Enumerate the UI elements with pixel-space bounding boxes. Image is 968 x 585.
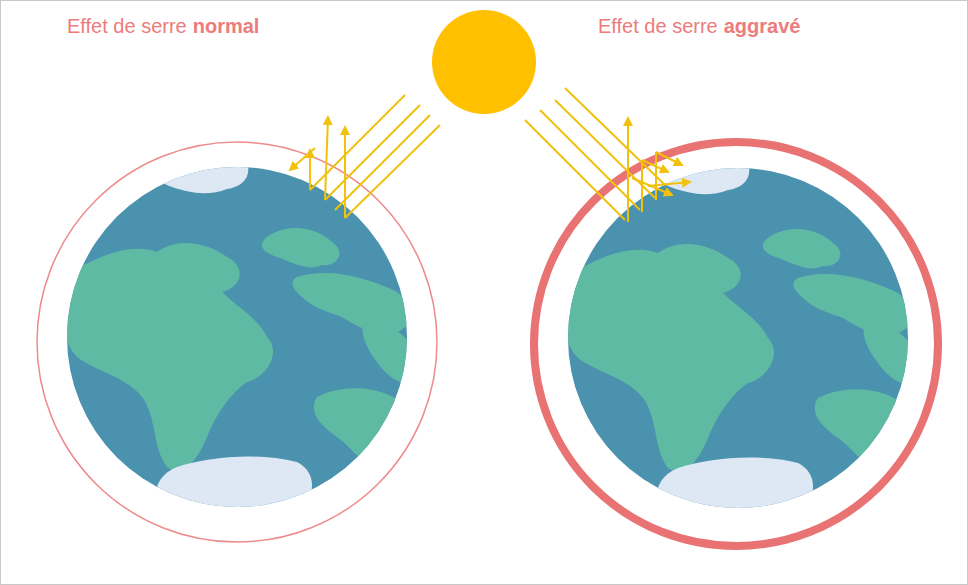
earth [561, 163, 918, 513]
title-emphasis: normal [193, 14, 260, 38]
sun [432, 10, 536, 114]
atmosphere-thin [37, 142, 437, 542]
sun-rays [525, 88, 690, 222]
panel-title: Effet de serrenormal [67, 14, 259, 38]
panel-title: Effet de serreaggravé [598, 14, 800, 38]
earth [60, 162, 417, 512]
title-emphasis: aggravé [724, 14, 801, 38]
atmosphere-thick [534, 142, 938, 546]
sun-rays [290, 95, 440, 218]
title-text: Effet de serre [598, 14, 718, 38]
title-text: Effet de serre [67, 14, 187, 38]
